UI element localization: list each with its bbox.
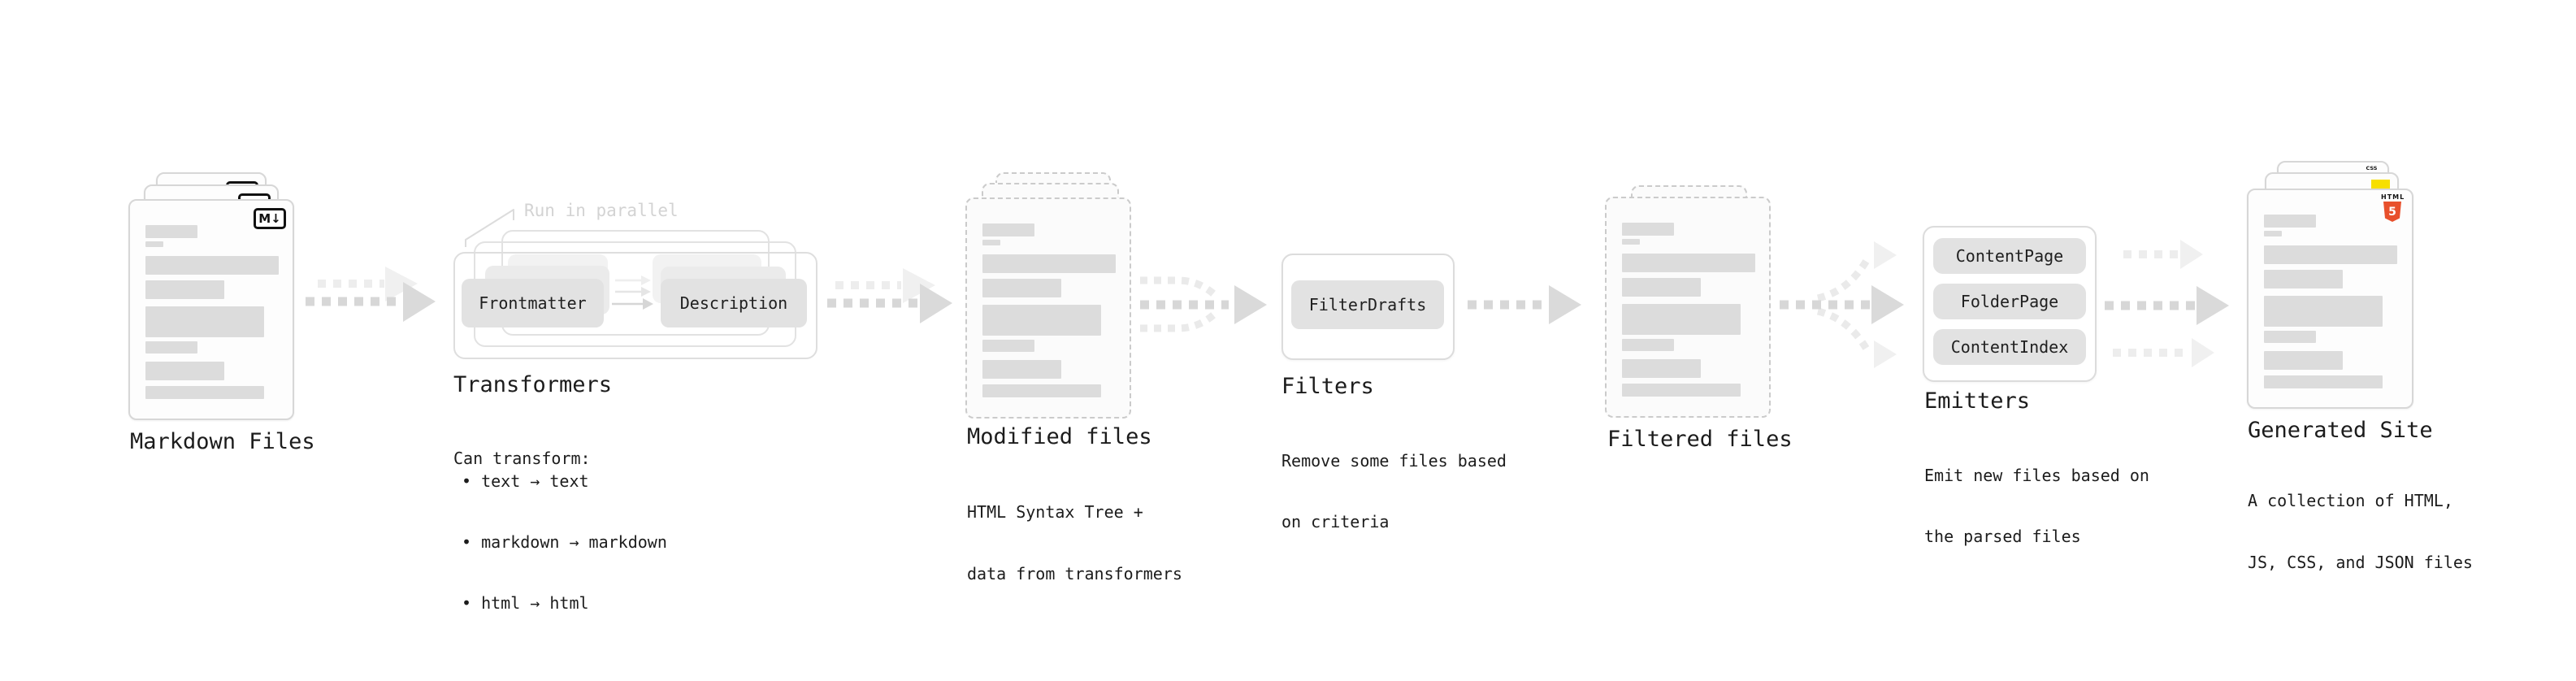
modified-files-title: Modified files — [967, 424, 1152, 449]
arrow-markdown-to-transformers — [306, 267, 436, 322]
text-placeholder-bar — [145, 225, 197, 238]
js-file-icon — [2371, 180, 2390, 190]
arrow-emitters-to-generated — [2105, 240, 2229, 367]
generated-site-title: Generated Site — [2248, 418, 2433, 443]
text-placeholder-bar — [145, 306, 264, 337]
filtered-file-page-1 — [1605, 197, 1771, 418]
transformer-node-frontmatter: Frontmatter — [462, 279, 604, 327]
text-placeholder-bar — [145, 341, 197, 354]
text-placeholder-bar — [2264, 351, 2343, 370]
filters-desc-line2: on criteria — [1281, 512, 1390, 531]
emitters-desc-line2: the parsed files — [1924, 527, 2081, 546]
html5-file-icon: HTML 5 — [2381, 194, 2404, 222]
filtered-files-title: Filtered files — [1607, 427, 1793, 452]
arrow-filtered-to-emitters — [1780, 241, 1904, 368]
text-placeholder-bar — [2264, 270, 2343, 288]
transformer-internal-arrows — [612, 275, 653, 310]
filter-node-filterdrafts: FilterDrafts — [1291, 280, 1444, 329]
html5-icon-shield: 5 — [2383, 202, 2401, 222]
transform-bullet-text: • text → text — [462, 471, 589, 491]
emitters-description: Emit new files based on the parsed files — [1924, 426, 2149, 587]
text-placeholder-bar — [982, 223, 1034, 236]
text-placeholder-bar — [1622, 304, 1741, 335]
text-placeholder-bar — [2264, 231, 2282, 236]
text-placeholder-bar — [982, 384, 1101, 397]
text-placeholder-bar — [145, 256, 279, 275]
transform-bullet-html: • html → html — [462, 593, 589, 613]
modified-files-description: HTML Syntax Tree + data from transformer… — [967, 462, 1182, 624]
text-placeholder-bar — [2264, 245, 2397, 264]
text-placeholder-bar — [982, 360, 1061, 379]
run-in-parallel-annotation: Run in parallel — [524, 201, 679, 220]
css-icon-label: CSS — [2366, 165, 2378, 171]
emitters-title: Emitters — [1924, 388, 2031, 414]
transform-bullet-markdown: • markdown → markdown — [462, 532, 667, 552]
text-placeholder-bar — [2264, 215, 2316, 228]
generated-desc-line2: JS, CSS, and JSON files — [2248, 553, 2473, 572]
text-placeholder-bar — [982, 305, 1101, 336]
filters-description: Remove some files based on criteria — [1281, 411, 1507, 572]
modified-file-page-1 — [965, 197, 1131, 419]
transformers-title: Transformers — [453, 372, 613, 397]
emitter-node-folderpage: FolderPage — [1933, 284, 2086, 319]
emitters-container: ContentPage FolderPage ContentIndex — [1923, 226, 2097, 382]
emitter-node-contentpage: ContentPage — [1933, 238, 2086, 274]
transformers-description: Can transform: — [453, 409, 591, 509]
arrow-transformers-to-modified — [827, 268, 952, 323]
arrow-modified-to-filters — [1140, 276, 1267, 332]
text-placeholder-bar — [145, 241, 163, 247]
transformer-node-description: Description — [661, 279, 807, 327]
filters-title: Filters — [1281, 374, 1374, 399]
arrow-filters-to-filtered — [1468, 285, 1581, 324]
markdown-icon: M↓ — [254, 208, 286, 229]
text-placeholder-bar — [145, 386, 264, 399]
text-placeholder-bar — [2264, 296, 2383, 327]
text-placeholder-bar — [982, 340, 1034, 352]
text-placeholder-bar — [145, 362, 224, 380]
markdown-files-title: Markdown Files — [130, 429, 315, 454]
text-placeholder-bar — [1622, 239, 1640, 245]
text-placeholder-bar — [982, 279, 1061, 297]
text-placeholder-bar — [982, 254, 1116, 273]
text-placeholder-bar — [1622, 278, 1701, 297]
annotation-leader-line — [465, 209, 514, 247]
modified-desc-line1: HTML Syntax Tree + — [967, 502, 1143, 522]
modified-desc-line2: data from transformers — [967, 564, 1182, 583]
text-placeholder-bar — [1622, 339, 1674, 351]
text-placeholder-bar — [1622, 359, 1701, 378]
text-placeholder-bar — [982, 240, 1000, 245]
text-placeholder-bar — [1622, 254, 1755, 272]
text-placeholder-bar — [2264, 331, 2316, 343]
generated-desc-line1: A collection of HTML, — [2248, 491, 2453, 510]
markdown-file-page-1: M↓ — [128, 199, 294, 420]
transformers-container — [453, 252, 817, 359]
transformers-desc-heading: Can transform: — [453, 449, 591, 468]
text-placeholder-bar — [2264, 375, 2383, 388]
generated-site-page-html: HTML 5 — [2247, 189, 2413, 409]
generated-site-description: A collection of HTML, JS, CSS, and JSON … — [2248, 450, 2473, 613]
emitters-desc-line1: Emit new files based on — [1924, 466, 2149, 485]
transformers-bullet-list: • text → text • markdown → markdown • ht… — [462, 432, 667, 653]
filters-container: FilterDrafts — [1281, 254, 1455, 360]
text-placeholder-bar — [145, 280, 224, 299]
filters-desc-line1: Remove some files based — [1281, 451, 1507, 471]
emitter-node-contentindex: ContentIndex — [1933, 329, 2086, 365]
text-placeholder-bar — [1622, 384, 1741, 397]
html5-icon-label: HTML — [2381, 193, 2405, 201]
text-placeholder-bar — [1622, 223, 1674, 236]
